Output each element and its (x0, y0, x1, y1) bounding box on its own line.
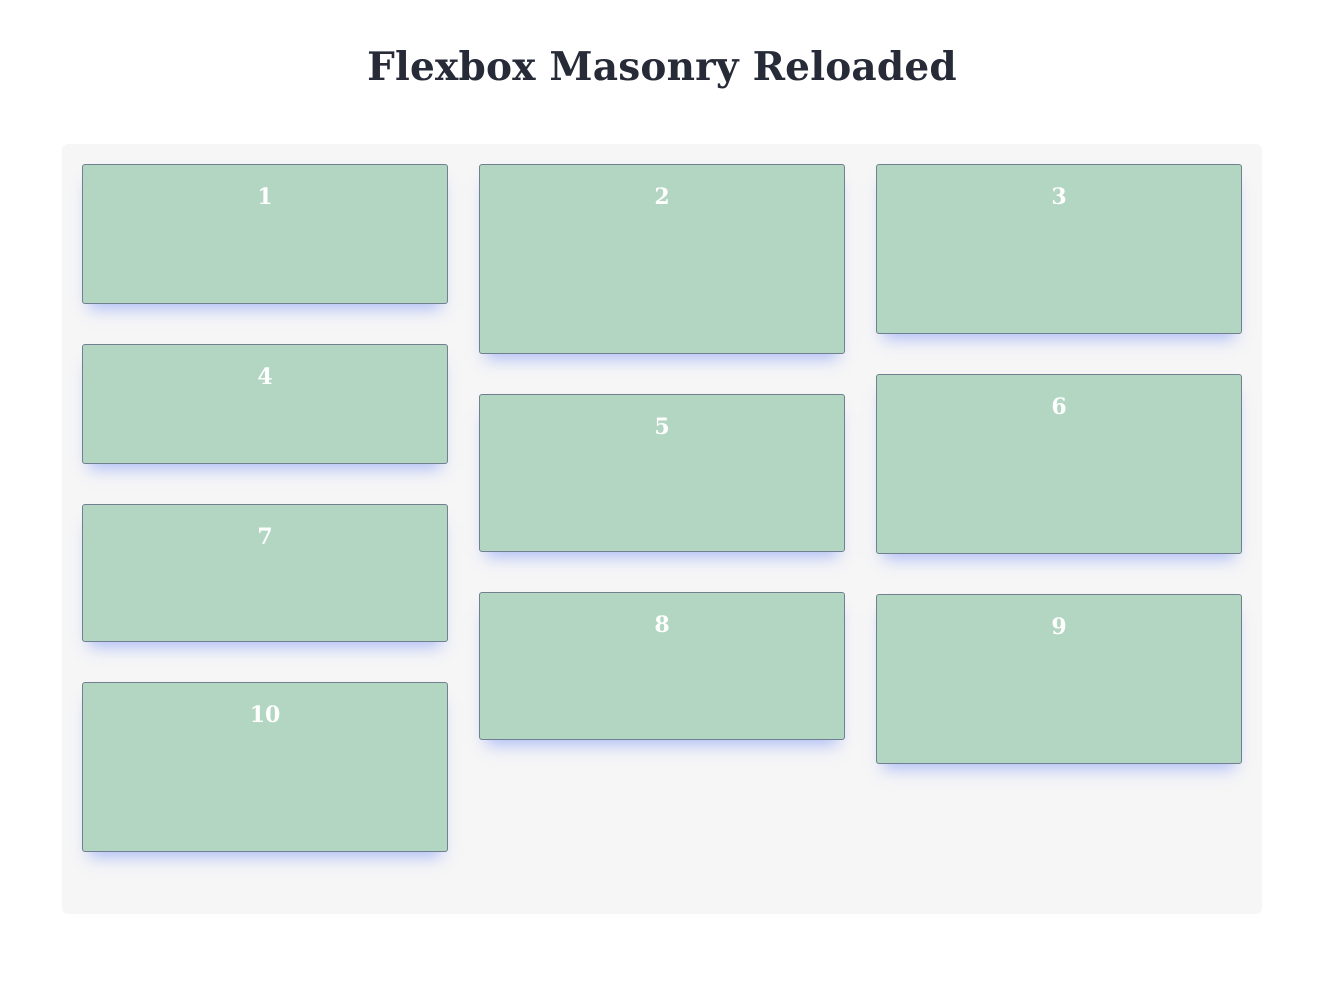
page-title: Flexbox Masonry Reloaded (367, 44, 957, 90)
masonry-card-10: 10 (82, 682, 448, 852)
masonry-card-6: 6 (876, 374, 1242, 554)
masonry-card-5: 5 (479, 394, 845, 552)
card-number: 10 (249, 702, 281, 728)
masonry-card-9: 9 (876, 594, 1242, 764)
masonry-card-2: 2 (479, 164, 845, 354)
card-number: 9 (1051, 614, 1067, 640)
masonry-column-3: 3 6 9 (876, 164, 1242, 764)
card-number: 1 (257, 184, 273, 210)
masonry-board: 1 4 7 10 2 5 8 3 6 9 (62, 144, 1262, 914)
card-number: 5 (654, 414, 670, 440)
masonry-column-1: 1 4 7 10 (82, 164, 448, 852)
card-number: 7 (257, 524, 273, 550)
card-number: 6 (1051, 394, 1067, 420)
masonry-card-4: 4 (82, 344, 448, 464)
card-number: 3 (1051, 184, 1067, 210)
card-number: 8 (654, 612, 670, 638)
masonry-card-8: 8 (479, 592, 845, 740)
card-number: 2 (654, 184, 670, 210)
masonry-card-1: 1 (82, 164, 448, 304)
masonry-card-3: 3 (876, 164, 1242, 334)
masonry-card-7: 7 (82, 504, 448, 642)
card-number: 4 (257, 364, 273, 390)
masonry-column-2: 2 5 8 (479, 164, 845, 740)
